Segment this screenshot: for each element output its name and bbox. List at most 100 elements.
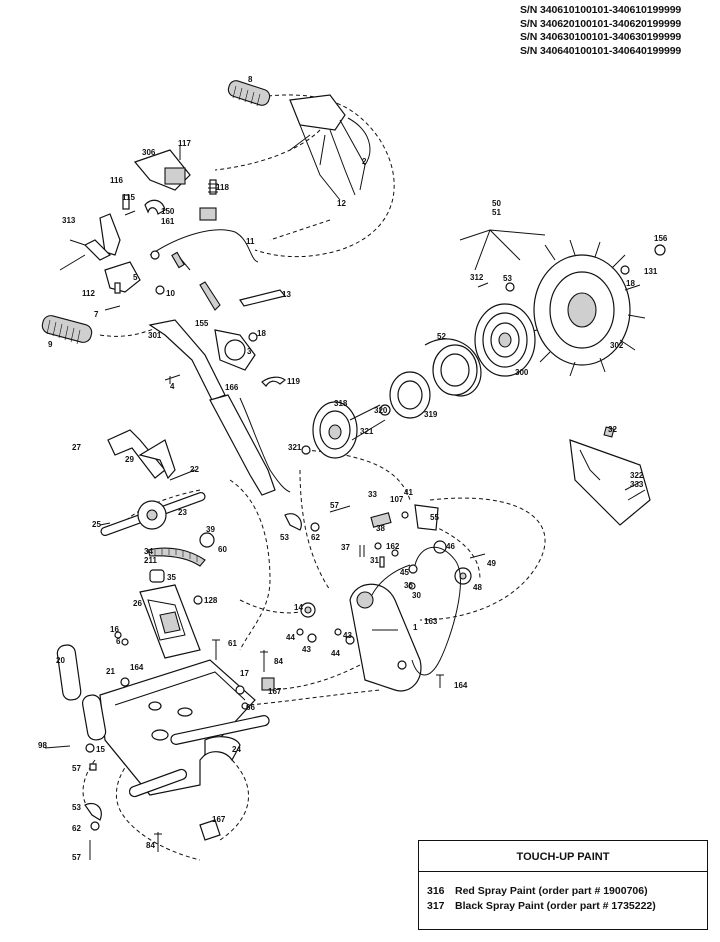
callout: 60 xyxy=(218,545,227,554)
callout: 131 xyxy=(644,267,658,276)
tine-wheel xyxy=(521,239,646,377)
callout: 312 xyxy=(470,273,484,282)
callout: 29 xyxy=(125,455,134,464)
callout: 22 xyxy=(190,465,199,474)
left-handle-grip xyxy=(41,315,93,345)
callout: 8 xyxy=(248,75,253,84)
paint-item-text: Red Spray Paint (order part # 1900706) xyxy=(455,885,648,897)
drive-shaft xyxy=(100,491,206,537)
nut xyxy=(301,445,311,455)
callout: 118 xyxy=(216,183,229,192)
callout: 117 xyxy=(178,139,191,148)
callout: 51 xyxy=(492,208,501,217)
callout: 300 xyxy=(515,368,529,377)
callout: 27 xyxy=(72,443,81,452)
serial-number-line: S/N 340620100101-340620199999 xyxy=(520,17,682,30)
callout: 55 xyxy=(430,513,439,522)
paint-item-number: 316 xyxy=(427,885,445,897)
link-rod xyxy=(239,289,287,307)
paint-item-number: 317 xyxy=(427,900,445,912)
wheel-hardware xyxy=(477,244,666,292)
key xyxy=(99,522,111,526)
callout: 31 xyxy=(370,556,379,565)
callout: 62 xyxy=(311,533,320,542)
callout: 163 xyxy=(424,617,438,626)
callout: 43 xyxy=(302,645,311,654)
touch-up-paint-box: TOUCH-UP PAINT 316 Red Spray Paint (order… xyxy=(418,840,708,930)
callout: 128 xyxy=(204,596,218,605)
cable xyxy=(239,397,291,493)
handle-bar xyxy=(148,319,276,496)
link-rod-end xyxy=(199,281,221,311)
callout: 112 xyxy=(82,289,95,298)
callout: 320 xyxy=(374,406,388,415)
callout: 10 xyxy=(166,289,175,298)
control-lever-assembly xyxy=(289,94,371,201)
callout: 162 xyxy=(386,542,400,551)
callout: 107 xyxy=(390,495,404,504)
callout: 37 xyxy=(341,543,350,552)
callout: 164 xyxy=(454,681,468,690)
callout: 301 xyxy=(148,331,162,340)
wheel-guard xyxy=(569,426,651,526)
callout: 319 xyxy=(424,410,438,419)
belt-return xyxy=(371,564,411,596)
callout: 156 xyxy=(654,234,668,243)
callout: 43 xyxy=(343,631,352,640)
callout: 44 xyxy=(331,649,340,658)
callout: 321 xyxy=(360,427,374,436)
callout: 33 xyxy=(368,490,377,499)
callout: 98 xyxy=(38,741,47,750)
callout: 24 xyxy=(232,745,241,754)
callout: 32 xyxy=(608,425,617,434)
cable-end xyxy=(150,250,160,260)
bracket-plate xyxy=(139,584,201,659)
callout: 14 xyxy=(294,603,303,612)
bolt xyxy=(164,374,181,384)
serial-number-block: S/N 340610100101-340610199999 S/N 340620… xyxy=(520,4,681,58)
drive-chain xyxy=(147,547,206,567)
washer xyxy=(379,404,391,416)
frame-hardware xyxy=(44,631,275,860)
paint-item-red: 316 Red Spray Paint (order part # 1900706… xyxy=(427,885,648,897)
callout: 167 xyxy=(212,815,226,824)
callout: 2 xyxy=(362,157,367,166)
control-bracket xyxy=(133,145,191,191)
shift-rod xyxy=(107,429,176,480)
callout: 23 xyxy=(178,508,187,517)
callout: 306 xyxy=(142,148,156,157)
upper-left-hardware xyxy=(122,179,218,221)
callout: 25 xyxy=(92,520,101,529)
callout: 45 xyxy=(400,568,409,577)
midright-hardware xyxy=(284,504,486,590)
right-handle-grip xyxy=(227,80,271,107)
touch-up-paint-title: TOUCH-UP PAINT xyxy=(516,851,610,863)
callout: 155 xyxy=(195,319,209,328)
wheel-hub xyxy=(474,303,536,377)
callout: 11 xyxy=(246,237,255,246)
bolt-128 xyxy=(193,595,203,605)
bushing xyxy=(149,569,165,583)
callout: 17 xyxy=(240,669,249,678)
callout: 39 xyxy=(206,525,215,534)
callout: 1 xyxy=(413,623,418,632)
callout: 13 xyxy=(282,290,291,299)
callout: 150 xyxy=(161,207,175,216)
serial-number-line: S/N 340640100101-340640199999 xyxy=(520,44,682,57)
callout: 16 xyxy=(110,625,119,634)
callout: 161 xyxy=(161,217,175,226)
callout: 333 xyxy=(630,480,644,489)
divider xyxy=(419,871,707,872)
small-pins xyxy=(104,251,191,311)
chain-case xyxy=(349,583,422,692)
callout: 50 xyxy=(492,199,501,208)
callout: 166 xyxy=(225,383,239,392)
callout: 41 xyxy=(404,488,413,497)
serial-number-line: S/N 340610100101-340610199999 xyxy=(520,4,682,16)
callout: 6 xyxy=(116,637,121,646)
callout: 20 xyxy=(56,656,65,665)
callout: 66 xyxy=(246,703,255,712)
callout: 115 xyxy=(122,193,135,202)
